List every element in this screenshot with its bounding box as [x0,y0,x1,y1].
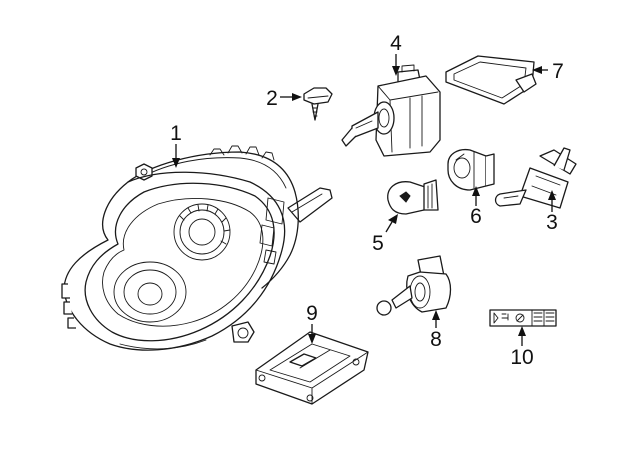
callout-6: 6 [470,205,482,228]
callout-5: 5 [372,232,384,255]
callout-leaders [172,54,556,346]
callout-3: 3 [546,211,558,234]
control-module[interactable] [255,331,369,405]
warning-label[interactable] [489,309,557,327]
bulb-socket[interactable] [376,255,452,316]
callout-10: 10 [510,346,533,369]
callout-9: 9 [306,302,318,325]
cover-cap[interactable] [445,55,537,105]
callout-numbers: 1 2 3 4 5 6 7 8 9 10 [170,32,564,369]
halogen-bulb[interactable] [494,147,577,209]
screw[interactable] [303,87,333,121]
callout-8: 8 [430,328,442,351]
callout-1: 1 [170,122,182,145]
headlamp-assembly[interactable] [61,145,333,351]
callout-4: 4 [390,32,402,55]
turn-signal-bulb[interactable] [387,179,439,215]
callout-2: 2 [266,87,278,110]
callout-7: 7 [552,60,564,83]
wedge-bulb[interactable] [447,148,495,191]
xenon-bulb[interactable] [341,64,441,157]
